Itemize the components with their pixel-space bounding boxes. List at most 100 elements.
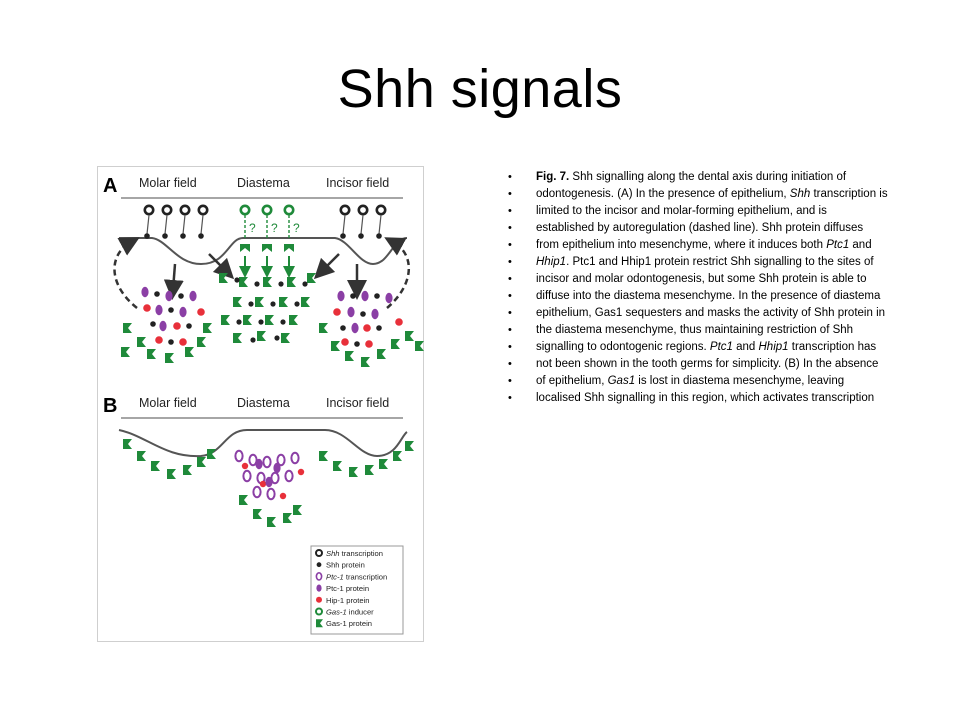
gas1-protein (221, 315, 230, 325)
ptc1-protein (165, 290, 173, 302)
ptc1-protein (141, 286, 149, 298)
ptc1-transcription (262, 455, 272, 469)
hip1-protein (363, 324, 371, 332)
gas1-protein (391, 339, 400, 349)
legend-marker (316, 596, 322, 603)
caption-italic: Gas1 (607, 375, 636, 387)
hip1-protein (155, 336, 163, 344)
shh-protein (376, 233, 382, 239)
caption-text: signalling to odontogenic regions. (536, 341, 710, 353)
ptc1-protein (273, 462, 281, 474)
caption-italic: Shh (789, 188, 811, 200)
gas1-protein (203, 323, 212, 333)
shh-protein (374, 293, 380, 299)
drip-line (360, 214, 364, 235)
panel-a-epithelium (119, 237, 408, 266)
gas1-protein (123, 439, 132, 449)
diffusion-arrow-3 (313, 253, 340, 280)
gas1-protein (301, 297, 310, 307)
caption-italic: Ptc1 (709, 341, 733, 353)
caption-italic: Hhip1 (536, 256, 567, 268)
shh-protein (186, 323, 192, 329)
ptc1-protein (265, 476, 273, 488)
question-mark-2: ? (271, 221, 278, 235)
transcription-ring (239, 204, 251, 216)
gas1-protein (405, 441, 414, 451)
legend-label: Gas-1 protein (326, 619, 372, 628)
legend-label: Ptc-1 transcription (326, 572, 387, 581)
shh-protein (340, 233, 346, 239)
gas1-protein (147, 349, 156, 359)
shh-protein (198, 233, 204, 239)
legend-marker (315, 549, 323, 557)
shh-protein (150, 321, 156, 327)
gas1-protein (185, 347, 194, 357)
shh-protein (354, 341, 360, 347)
gas1-protein (123, 323, 132, 333)
gas1-protein (233, 297, 242, 307)
question-mark-3: ? (293, 221, 300, 235)
caption-text: odontogenesis. (A) In the presence of ep… (536, 188, 790, 200)
ptc1-protein (255, 458, 263, 470)
caption-line: epithelium, Gas1 sequesters and masks th… (495, 307, 920, 319)
autoregulation-arrow-right (384, 237, 410, 309)
hip1-protein (179, 338, 187, 346)
ptc1-protein (159, 320, 167, 332)
gas1-protein (183, 465, 192, 475)
ptc1-transcription (252, 485, 262, 499)
panel-a-letter: A (103, 175, 117, 197)
caption-line: of epithelium, Gas1 is lost in diastema … (495, 375, 920, 387)
shh-protein (278, 281, 284, 287)
legend-label: Gas-1 inducer (326, 608, 374, 617)
gas1-protein (197, 337, 206, 347)
gas1-protein (281, 333, 290, 343)
shh-protein (154, 291, 160, 297)
gas1-protein (333, 461, 342, 471)
caption-text: of epithelium, (536, 375, 608, 387)
hip1-protein (279, 492, 287, 500)
transcription-ring (261, 204, 273, 216)
gas1-protein (151, 461, 160, 471)
panel-b-epithelium (118, 429, 408, 458)
caption-bullet-list: Fig. 7. Shh signalling along the dental … (495, 171, 920, 410)
transcription-ring (339, 204, 351, 216)
transcription-ring (179, 204, 191, 216)
caption-line: not been shown in the tooth germs for si… (495, 358, 920, 370)
legend-label: Shh protein (326, 561, 365, 570)
ptc1-protein (337, 290, 345, 302)
legend-box (310, 545, 404, 635)
caption-text: limited to the incisor and molar-forming… (536, 205, 827, 217)
shh-protein (294, 301, 300, 307)
legend-marker (315, 607, 323, 616)
hip1-protein (395, 318, 403, 326)
caption-text: diffuse into the diastema mesenchyme. In… (536, 290, 881, 302)
gas1-protein (345, 351, 354, 361)
shh-protein (144, 233, 150, 239)
diagram-glyphs (121, 204, 424, 527)
figure-panel: A Molar field Diastema Incisor field ? ?… (97, 166, 424, 642)
hip1-protein (297, 468, 305, 476)
transcription-ring (357, 204, 369, 216)
caption-line: incisor and molar odontogenesis, but som… (495, 273, 920, 285)
gas1-protein (349, 467, 358, 477)
caption-line: limited to the incisor and molar-forming… (495, 205, 920, 217)
drip-line (342, 214, 346, 235)
shh-protein (234, 277, 240, 283)
shh-protein (168, 307, 174, 313)
hip1-protein (241, 462, 249, 470)
gas1-receptor (284, 244, 294, 252)
shh-protein (340, 325, 346, 331)
drip-line (200, 214, 204, 235)
caption-text: and (849, 239, 872, 251)
shh-protein (258, 319, 264, 325)
hip1-protein (259, 480, 267, 488)
shh-protein (358, 233, 364, 239)
gas1-protein (289, 315, 298, 325)
gas1-protein (165, 353, 174, 363)
panel-a-label-incisor: Incisor field (326, 176, 389, 190)
gas1-protein (219, 273, 228, 283)
legend-label: Hip-1 protein (326, 596, 369, 605)
gas1-protein (239, 495, 248, 505)
ptc1-transcription (248, 453, 258, 467)
caption-text: established by autoregulation (dashed li… (536, 222, 864, 234)
